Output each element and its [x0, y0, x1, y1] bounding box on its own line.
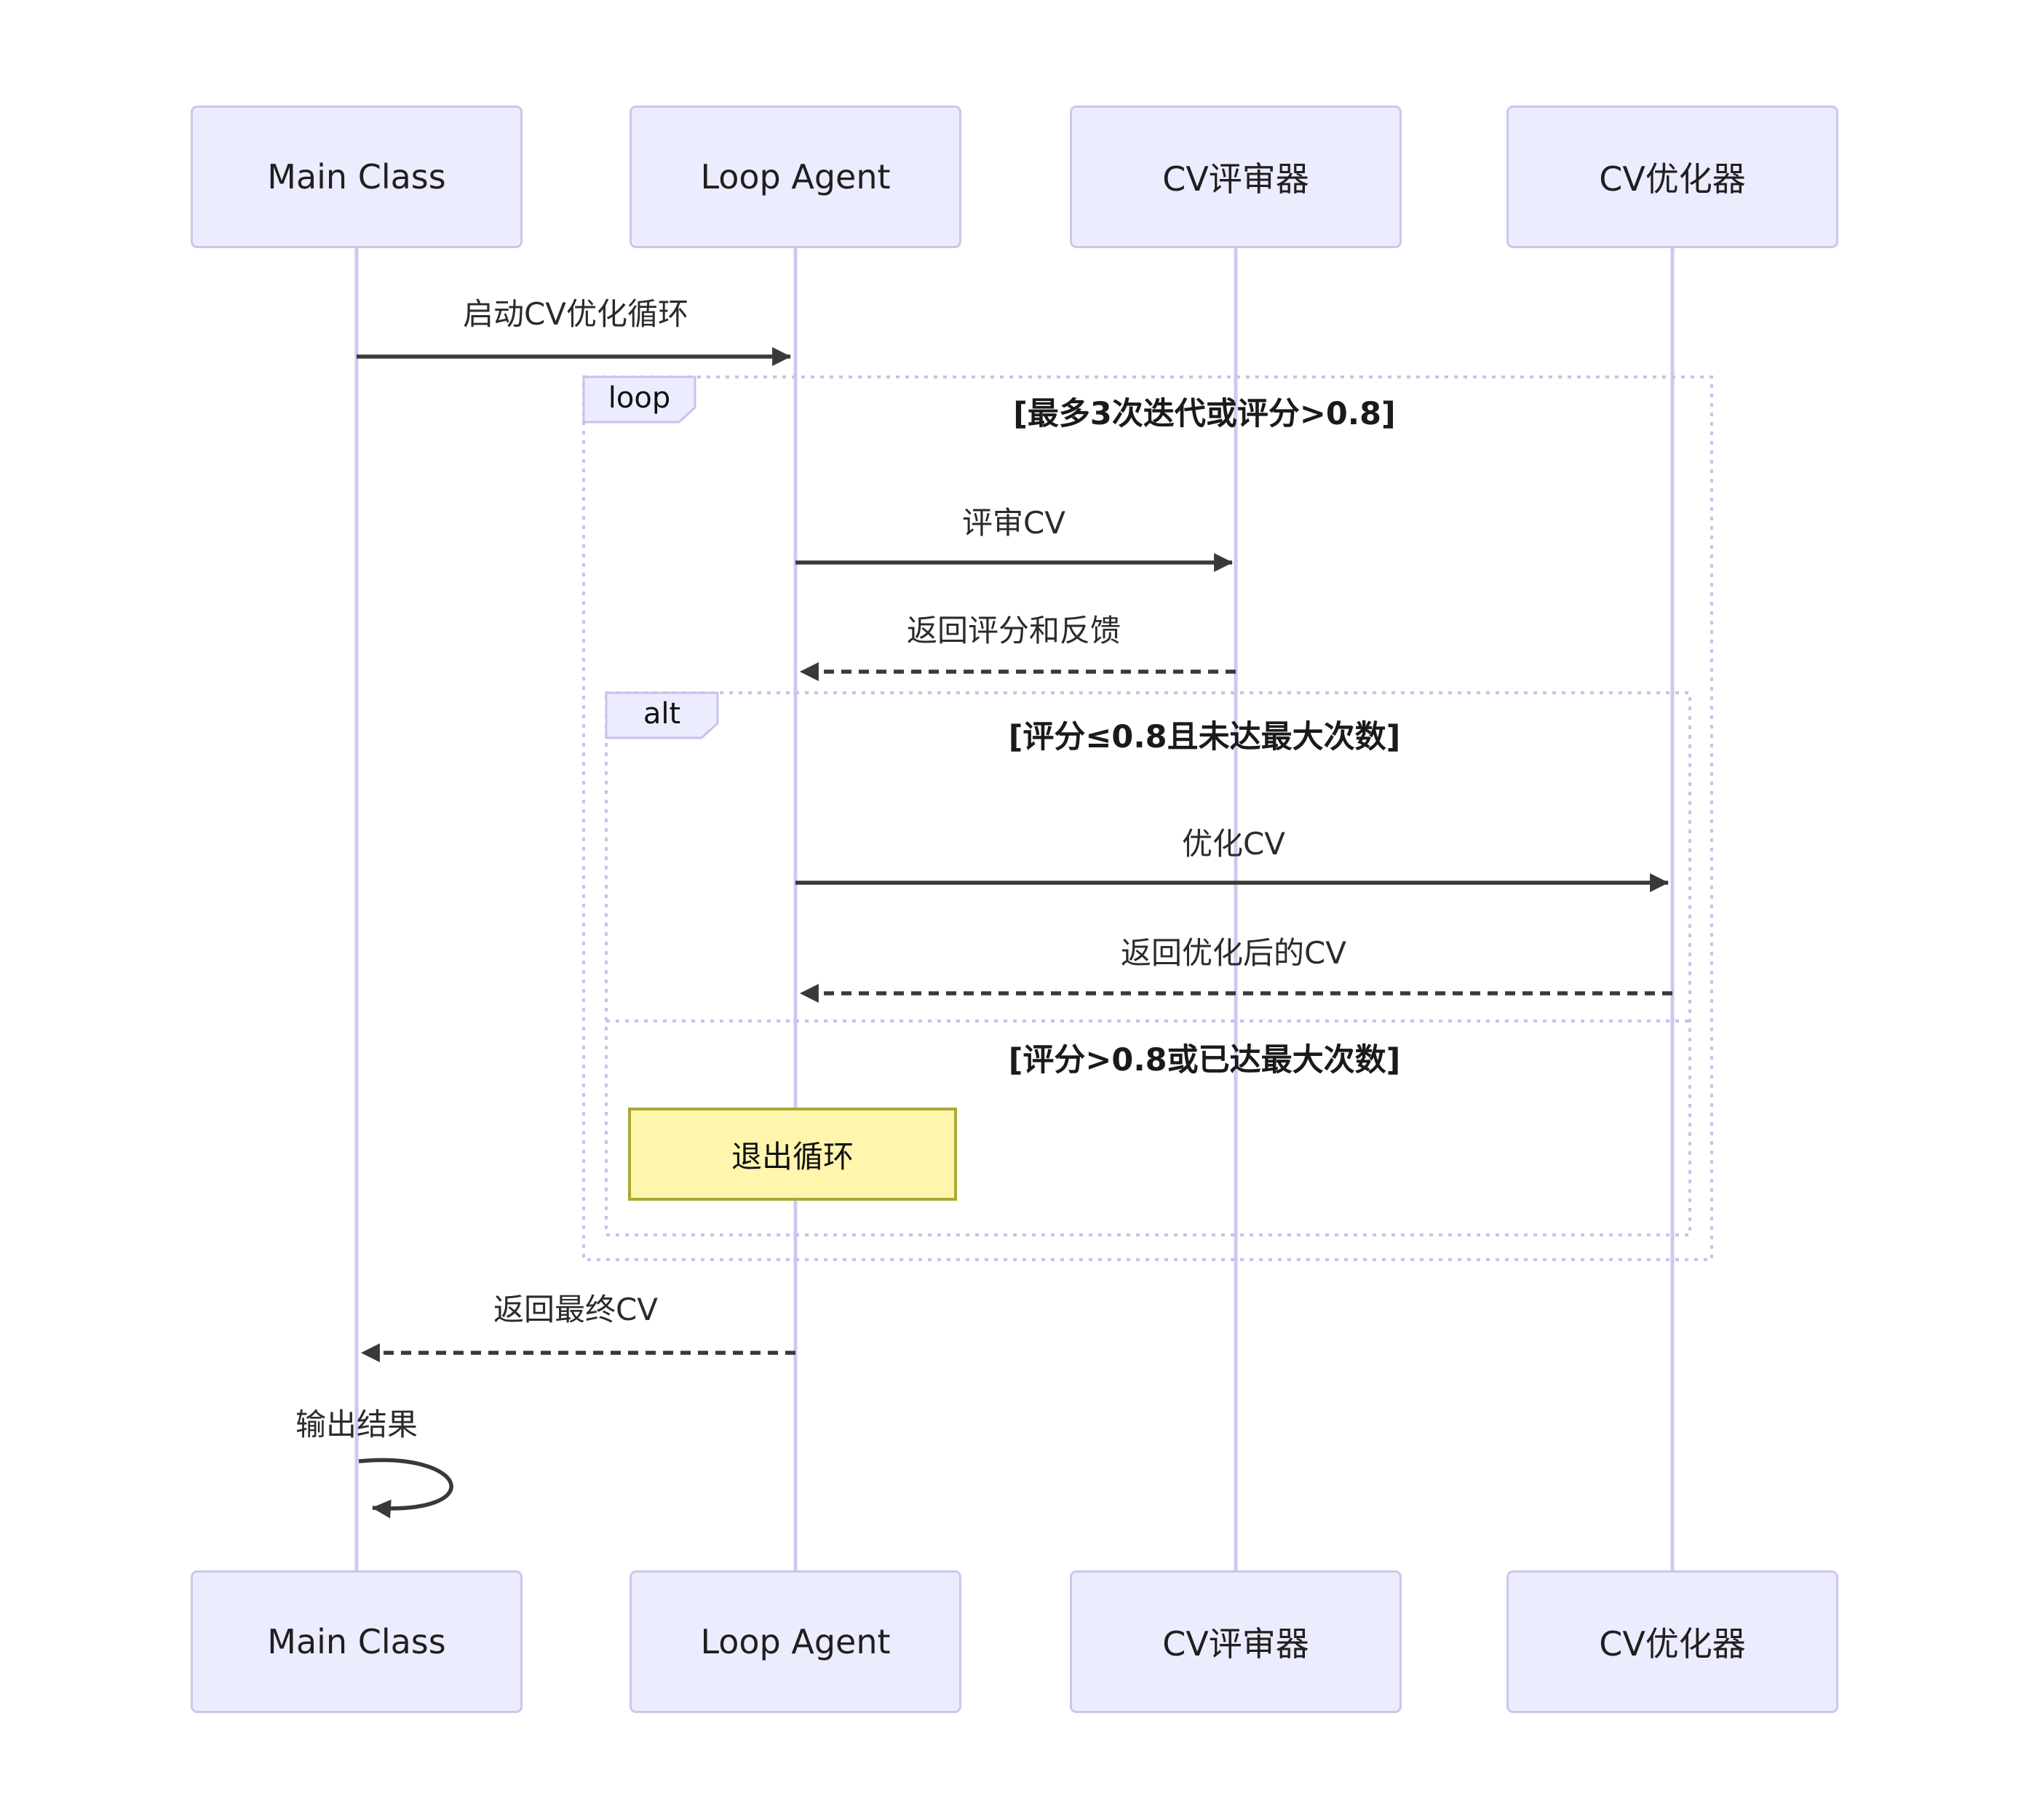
message-label-6: 返回最终CV	[493, 1292, 659, 1327]
actor-top-main-class: Main Class	[191, 106, 523, 248]
actor-bottom-loop-agent: Loop Agent	[630, 1570, 961, 1713]
message-label-5: 返回优化后的CV	[1120, 935, 1347, 971]
message-label-2: 评审CV	[961, 505, 1066, 541]
loop-tag-label: loop	[608, 381, 671, 415]
message-label-1: 启动CV优化循环	[462, 296, 689, 332]
alt-frame	[605, 691, 1691, 1236]
message-label-3: 返回评分和反馈	[906, 613, 1121, 648]
actor-top-cv-reviewer: CV评审器	[1070, 106, 1402, 248]
actor-bottom-cv-optimizer: CV优化器	[1506, 1570, 1838, 1713]
alt-tag-label: alt	[643, 697, 681, 731]
loop-frame	[582, 375, 1713, 1261]
alt-tag	[605, 691, 719, 739]
actor-top-cv-optimizer: CV优化器	[1506, 106, 1838, 248]
self-message-arrow	[358, 1458, 453, 1519]
alt-condition-if: [评分≤0.8且未达最大次数]	[1008, 719, 1401, 755]
actor-bottom-cv-reviewer: CV评审器	[1070, 1570, 1402, 1713]
actor-bottom-main-class: Main Class	[191, 1570, 523, 1713]
message-label-4: 优化CV	[1181, 826, 1286, 862]
actor-top-loop-agent: Loop Agent	[630, 106, 961, 248]
loop-condition: [最多3次迭代或评分>0.8]	[1013, 396, 1396, 432]
message-label-7: 输出结果	[295, 1407, 418, 1442]
alt-condition-else: [评分>0.8或已达最大次数]	[1008, 1042, 1401, 1078]
loop-tag	[582, 375, 696, 424]
note-exit-loop: 退出循环	[628, 1108, 957, 1201]
